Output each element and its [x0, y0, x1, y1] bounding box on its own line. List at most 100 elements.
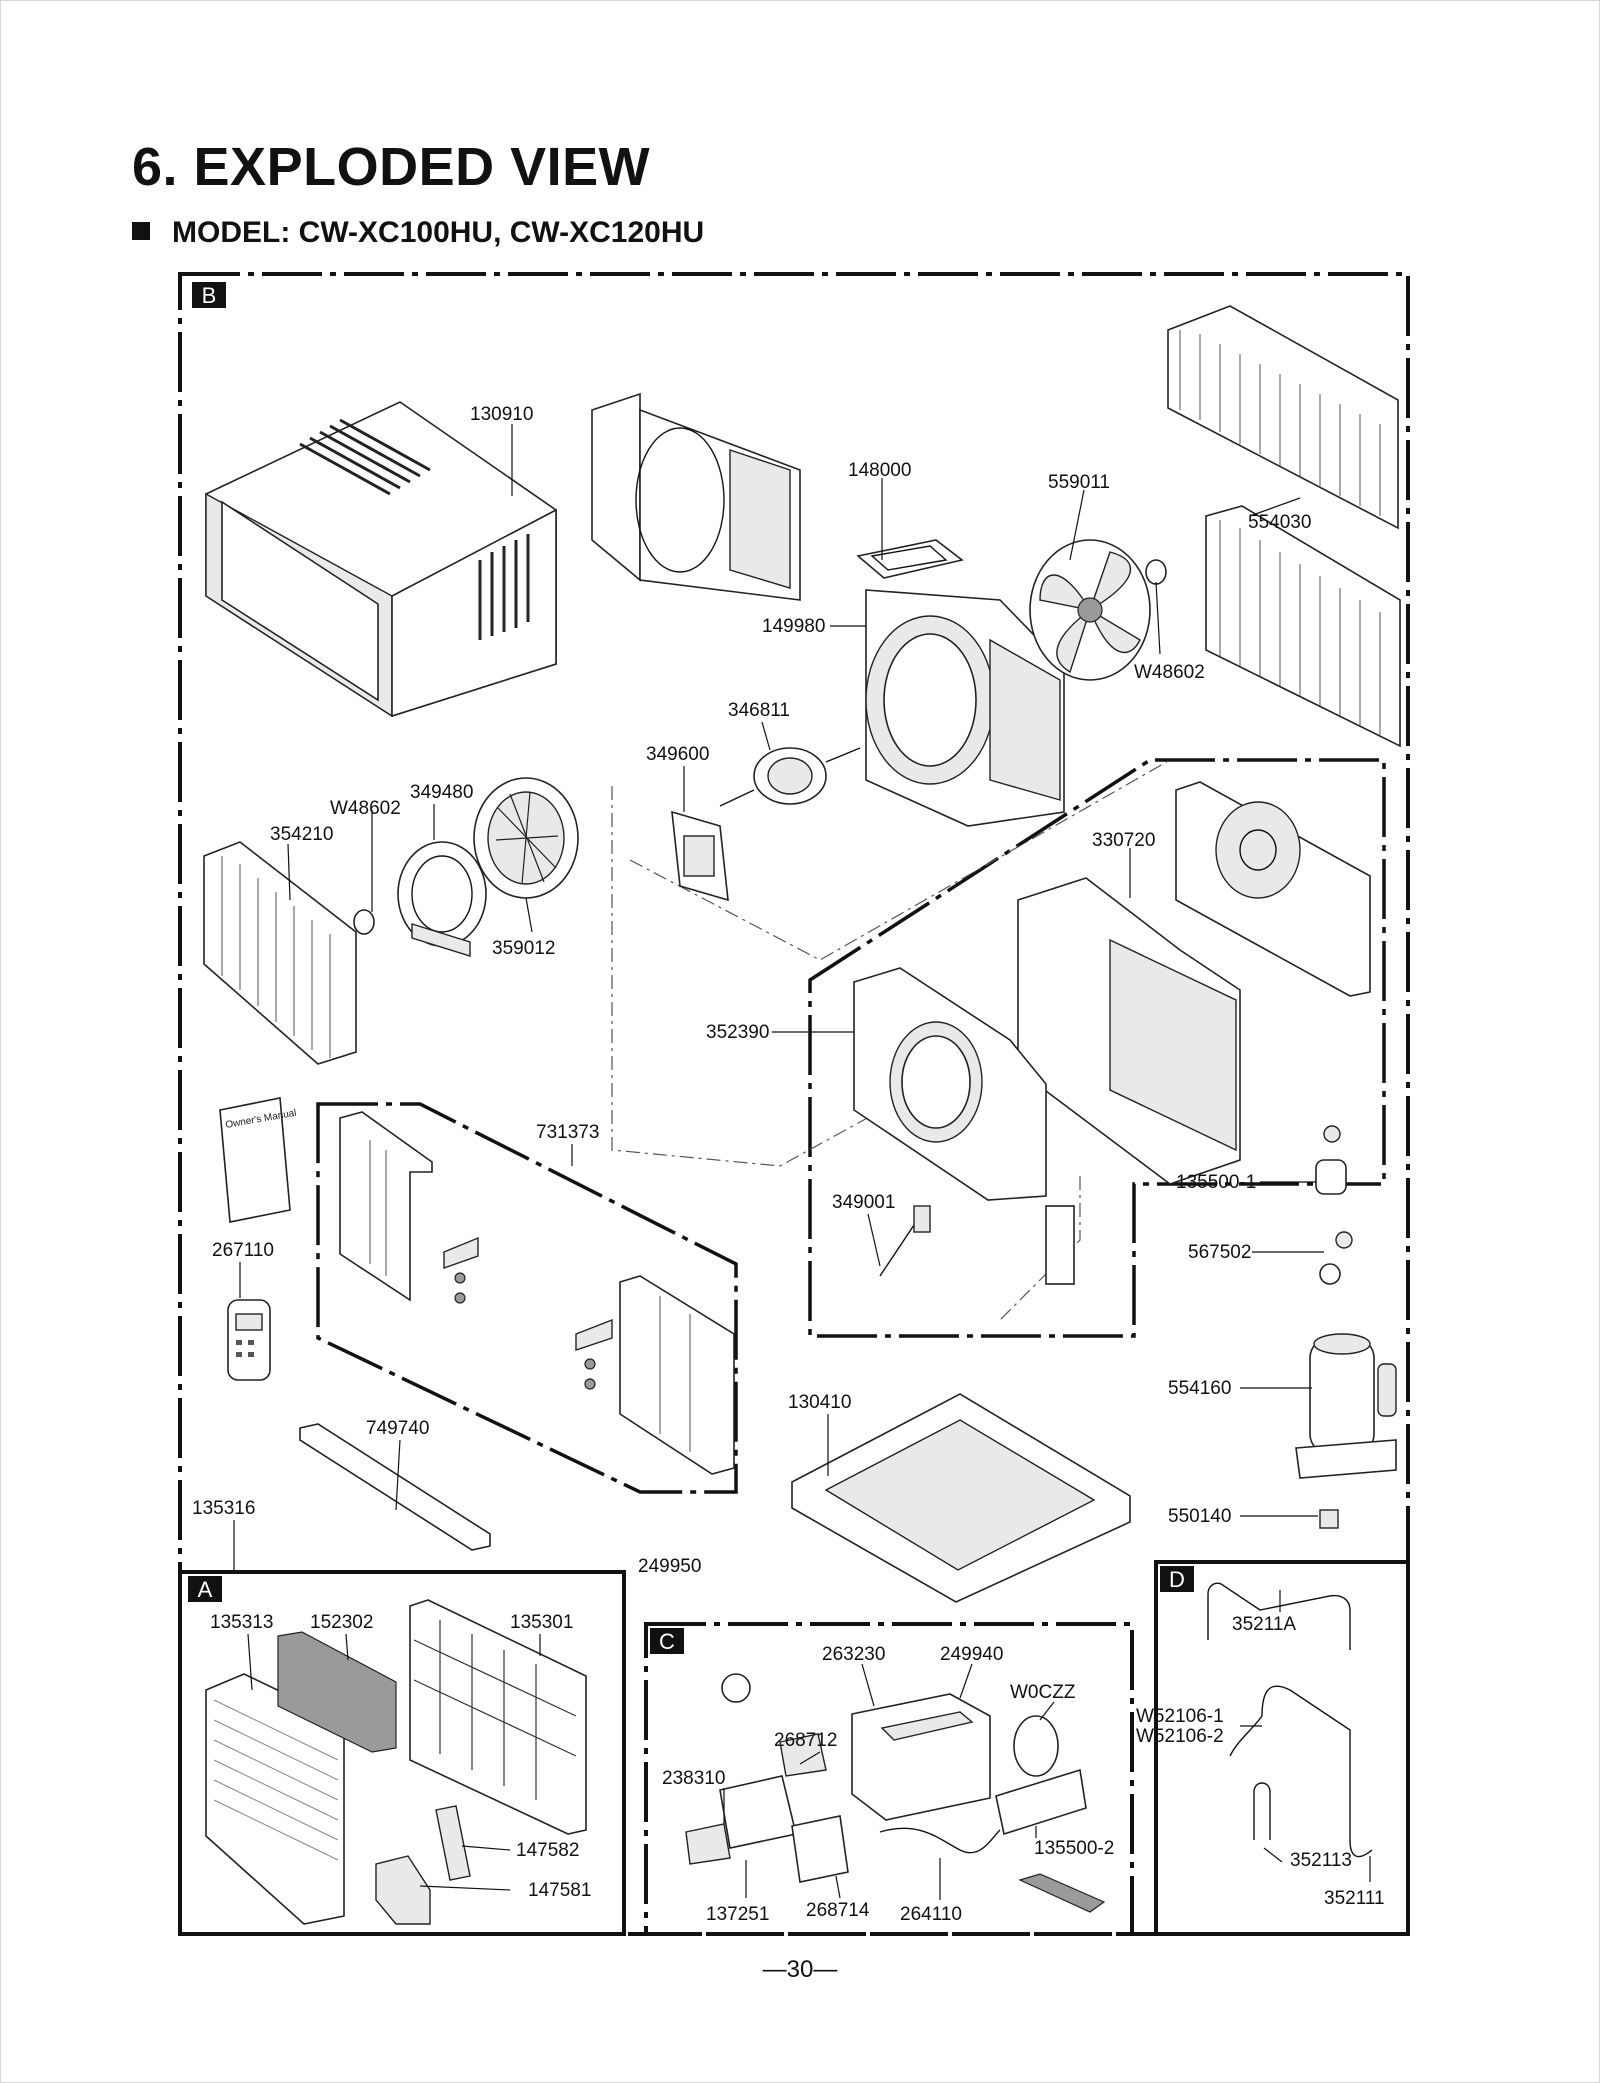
callout-268712: 268712	[774, 1730, 837, 1751]
callout-w48602-fan: W48602	[1134, 662, 1205, 683]
section-c-frame	[644, 1622, 1134, 1936]
piping-parts	[1207, 1582, 1373, 1858]
capacitor-part	[1013, 1715, 1059, 1777]
shroud-part	[865, 589, 1065, 827]
callout-731373: 731373	[536, 1122, 599, 1143]
callout-w52106-2: W52106-2	[1136, 1726, 1224, 1747]
control-box-part	[851, 1693, 991, 1821]
display-pcb-part	[685, 1775, 797, 1865]
fan-orifice-part	[1175, 781, 1371, 997]
window-kit-group-frame	[316, 1102, 738, 1494]
section-d-frame	[1154, 1560, 1410, 1936]
callout-149980: 149980	[762, 616, 825, 637]
callout-550140: 550140	[1168, 1506, 1231, 1527]
callout-349480: 349480	[410, 782, 473, 803]
callout-349001: 349001	[832, 1192, 895, 1213]
curtain-bracket-parts	[443, 1236, 613, 1390]
main-pcb-part	[779, 1733, 849, 1883]
section-frames	[178, 272, 1410, 1936]
evaporator-part	[203, 841, 357, 1065]
callout-labels: 130910 148000 559011 554030 149980 W4860…	[192, 404, 1385, 1925]
callout-135313: 135313	[210, 1612, 273, 1633]
callout-346811: 346811	[728, 700, 790, 721]
model-heading-text: MODEL: CW-XC100HU, CW-XC120HU	[172, 216, 705, 249]
motor-part	[719, 747, 861, 807]
front-grille-part	[205, 1673, 345, 1925]
guide-line-shroud	[611, 786, 901, 1167]
guide-line-base	[999, 1176, 1081, 1321]
filter-part	[277, 1631, 397, 1753]
compressor-mount-parts	[1315, 1125, 1353, 1529]
callout-135500-2: 135500-2	[1034, 1838, 1114, 1859]
callout-554030: 554030	[1248, 512, 1311, 533]
section-a-letter: A	[198, 1577, 213, 1602]
callout-330720: 330720	[1092, 830, 1155, 851]
callout-w52106-1: W52106-1	[1136, 1706, 1224, 1727]
bullet-square-icon	[132, 222, 150, 240]
callout-152302: 152302	[310, 1612, 373, 1633]
curtain-right-part	[619, 1275, 735, 1475]
sill-strip-part	[299, 1423, 491, 1551]
callout-135301: 135301	[510, 1612, 573, 1633]
section-d-letter: D	[1169, 1567, 1185, 1592]
section-c-letter: C	[659, 1629, 675, 1654]
callout-130410: 130410	[788, 1392, 851, 1413]
curtain-left-part	[339, 1111, 433, 1302]
fan-part	[1029, 539, 1167, 681]
bracket-part	[856, 539, 964, 579]
section-b-letter: B	[202, 283, 217, 308]
outdoor-coil-upper	[1167, 305, 1399, 530]
partition-part	[591, 392, 801, 601]
section-d-tag	[1160, 1566, 1194, 1592]
callout-w48602: W48602	[330, 798, 401, 819]
callout-263230: 263230	[822, 1644, 885, 1665]
remote-controller-part	[227, 1299, 271, 1381]
blower-ring-part	[353, 841, 487, 957]
callout-35211a: 35211A	[1232, 1614, 1296, 1635]
callout-137251: 137251	[706, 1904, 769, 1925]
callout-148000: 148000	[848, 460, 911, 481]
section-a-tag	[188, 1576, 222, 1602]
section-a-frame	[178, 1570, 626, 1936]
section-b-tag	[192, 282, 226, 308]
callout-559011: 559011	[1048, 472, 1110, 493]
outdoor-coil-lower	[1205, 505, 1401, 748]
shroud-front-part	[853, 967, 1047, 1201]
model-heading: MODEL: CW-XC100HU, CW-XC120HU	[132, 216, 704, 250]
fan-shroud-group-frame	[808, 758, 1386, 1338]
page-title: 6. EXPLODED VIEW	[132, 137, 651, 197]
callout-359012: 359012	[492, 938, 555, 959]
wire-harness-part	[879, 1827, 1106, 1913]
callout-267110: 267110	[212, 1240, 274, 1261]
blower-wheel-part	[473, 777, 579, 899]
cover-part	[995, 1768, 1087, 1836]
callout-354210: 354210	[270, 824, 333, 845]
page-number: —30—	[762, 1956, 838, 1983]
callout-352113: 352113	[1290, 1850, 1352, 1871]
callout-567502: 567502	[1188, 1242, 1251, 1263]
callout-349600: 349600	[646, 744, 709, 765]
callout-264110: 264110	[900, 1904, 962, 1925]
callout-352111: 352111	[1324, 1888, 1385, 1909]
callout-249940: 249940	[940, 1644, 1003, 1665]
cabinet-part	[205, 401, 557, 718]
callout-135316: 135316	[192, 1498, 255, 1519]
thermistor-part	[879, 1205, 1075, 1285]
callout-249950: 249950	[638, 1556, 701, 1577]
leader-lines	[233, 424, 1371, 1900]
callout-268714: 268714	[806, 1900, 870, 1921]
compressor-part	[1295, 1333, 1397, 1479]
callout-147581: 147581	[528, 1880, 591, 1901]
section-c-tag	[650, 1628, 684, 1654]
synchro-motor-part	[721, 1673, 751, 1703]
callout-130910: 130910	[470, 404, 533, 425]
louver-parts	[375, 1805, 471, 1925]
assembly-guide-lines	[611, 759, 1171, 1321]
callout-147582: 147582	[516, 1840, 579, 1861]
callout-135500-1: 135500-1	[1176, 1172, 1256, 1193]
base-pan-part	[791, 1393, 1131, 1603]
callout-352390: 352390	[706, 1022, 769, 1043]
callout-554160: 554160	[1168, 1378, 1231, 1399]
callout-w0czz: W0CZZ	[1010, 1682, 1076, 1703]
